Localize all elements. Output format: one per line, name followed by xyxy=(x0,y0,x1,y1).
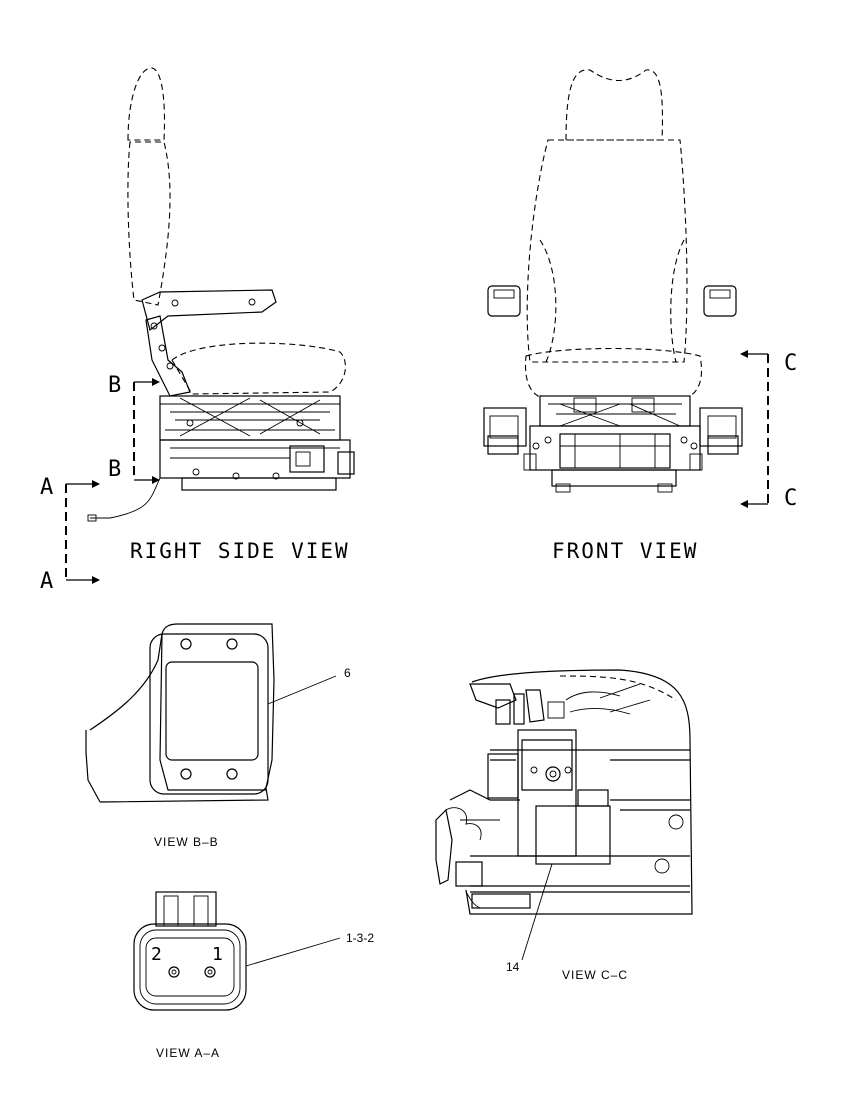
front-view-seat xyxy=(483,69,743,493)
section-b-bottom-label: B xyxy=(108,457,121,482)
view-c-c-detail xyxy=(435,669,693,961)
section-a-bottom-label: A xyxy=(40,569,53,594)
section-c-line xyxy=(740,350,769,508)
section-b-top-label: B xyxy=(108,373,121,398)
section-b-line xyxy=(133,378,160,484)
right-side-view-seat xyxy=(87,67,355,522)
front-view-title: FRONT VIEW xyxy=(552,539,698,563)
view-b-b-bracket xyxy=(85,623,337,803)
section-c-bottom-label: C xyxy=(784,486,797,511)
right-side-view-title: RIGHT SIDE VIEW xyxy=(130,539,350,563)
view-a-a-connector xyxy=(133,891,341,1011)
callout-14: 14 xyxy=(506,960,520,974)
view-c-c-title: VIEW C–C xyxy=(562,968,628,982)
connector-pin-2-label: 2 xyxy=(151,944,162,965)
callout-6: 6 xyxy=(344,666,351,680)
section-c-top-label: C xyxy=(784,351,797,376)
section-a-top-label: A xyxy=(40,475,53,500)
callout-1-3-2: 1-3-2 xyxy=(346,931,374,945)
view-b-b-title: VIEW B–B xyxy=(154,835,219,849)
view-a-a-title: VIEW A–A xyxy=(156,1046,220,1060)
section-a-line xyxy=(65,480,100,584)
connector-pin-1-label: 1 xyxy=(212,944,223,965)
